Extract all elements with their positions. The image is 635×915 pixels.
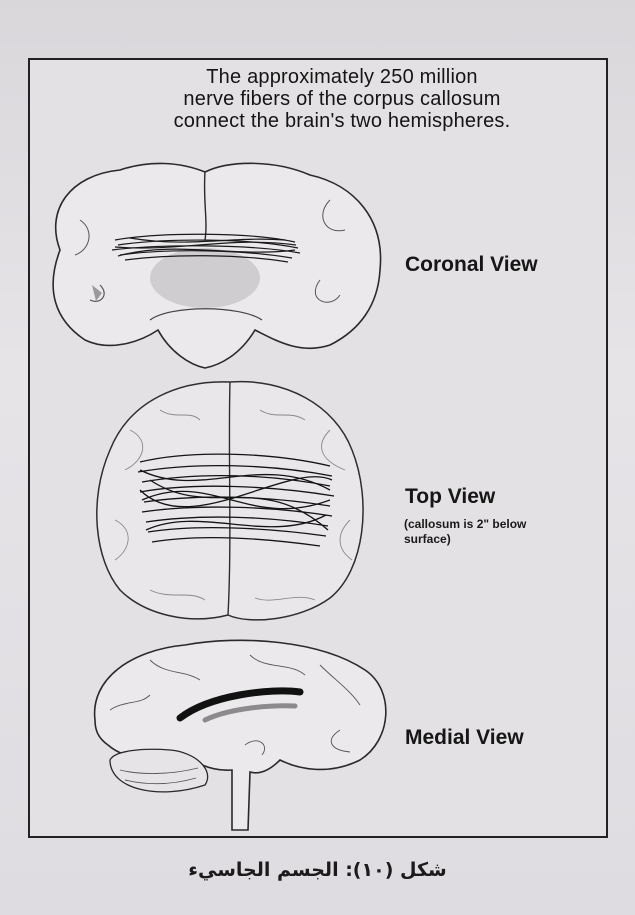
- top-view-brain-drawing: [97, 382, 363, 620]
- coronal-brain-drawing: [53, 163, 380, 368]
- top-view-note-line-1: (callosum is 2" below: [404, 517, 604, 532]
- top-view-note: (callosum is 2" below surface): [404, 517, 604, 547]
- top-view-label: Top View: [405, 485, 495, 509]
- coronal-view-label: Coronal View: [405, 253, 538, 277]
- medial-view-brain-drawing: [95, 640, 386, 830]
- top-view-note-line-2: surface): [404, 532, 604, 547]
- medial-view-label: Medial View: [405, 726, 524, 750]
- figure-caption: شكل (١٠): الجسم الجاسيء: [0, 859, 635, 881]
